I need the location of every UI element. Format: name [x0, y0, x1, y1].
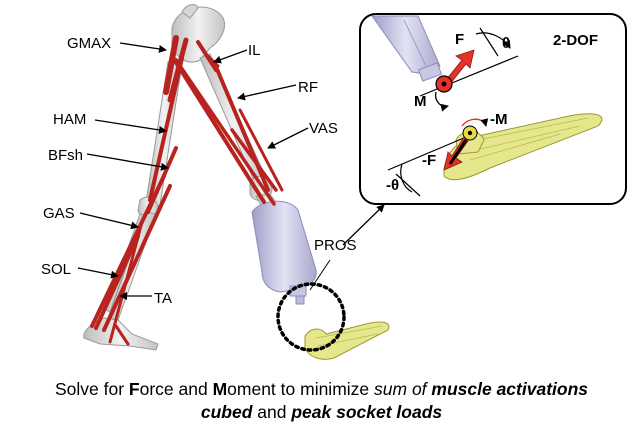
label-rf: RF — [298, 79, 318, 96]
muscle-ta — [108, 220, 144, 344]
muscle-gas — [90, 174, 166, 328]
inset-neg-moment: -M — [490, 111, 508, 128]
label-gas: GAS — [43, 205, 75, 222]
caption-text: Solve for — [54, 379, 129, 399]
moment-arc-lower — [461, 118, 489, 127]
caption-text: oment to minimize — [227, 379, 375, 399]
muscle-vas — [230, 128, 278, 192]
caption-bold-italic: muscle activations — [431, 379, 589, 399]
caption-bold-italic: peak socket loads — [291, 402, 443, 422]
inset-neg-theta: -θ — [386, 177, 399, 194]
prosthesis — [251, 200, 390, 360]
inset-socket — [371, 15, 443, 82]
moment-arc-upper — [434, 91, 449, 112]
force-arrow — [445, 49, 475, 85]
leader-lines — [77, 42, 385, 300]
inset-theta: θ — [502, 35, 510, 52]
inset-moment: M — [414, 93, 427, 110]
caption-bold-italic: cubed — [200, 402, 253, 422]
label-bfsh: BFsh — [48, 147, 83, 164]
caption-text: orce and — [139, 379, 213, 399]
label-pros: PROS — [314, 237, 357, 254]
label-ta: TA — [154, 290, 172, 307]
label-gmax: GMAX — [67, 35, 111, 52]
pylon — [295, 295, 305, 305]
inset-neg-force: -F — [422, 152, 436, 169]
caption-force-initial: F — [128, 379, 140, 399]
caption-italic: sum of — [374, 379, 432, 399]
prosthetic-foot — [304, 321, 390, 360]
caption-moment-initial: M — [212, 379, 228, 399]
force-axis-upper — [419, 55, 519, 97]
inset-title: 2-DOF — [553, 32, 598, 49]
label-sol: SOL — [41, 261, 71, 278]
socket — [251, 200, 317, 293]
focus-circle — [276, 282, 346, 352]
caption-line-1: Solve for Force and Moment to minimize s… — [0, 378, 643, 401]
muscle-ham — [170, 54, 266, 204]
muscle-gmax — [163, 35, 179, 95]
inset-2dof: 2-DOF F θ M -M — [359, 13, 627, 205]
sacrum — [181, 4, 199, 19]
caption: Solve for Force and Moment to minimize s… — [0, 378, 643, 424]
caption-text: and — [252, 402, 292, 422]
label-ham: HAM — [53, 111, 86, 128]
inset-force: F — [455, 31, 464, 48]
caption-line-2: cubed and peak socket loads — [0, 401, 643, 424]
muscle-sol — [94, 234, 140, 330]
label-il: IL — [248, 42, 261, 59]
label-vas: VAS — [309, 120, 338, 137]
